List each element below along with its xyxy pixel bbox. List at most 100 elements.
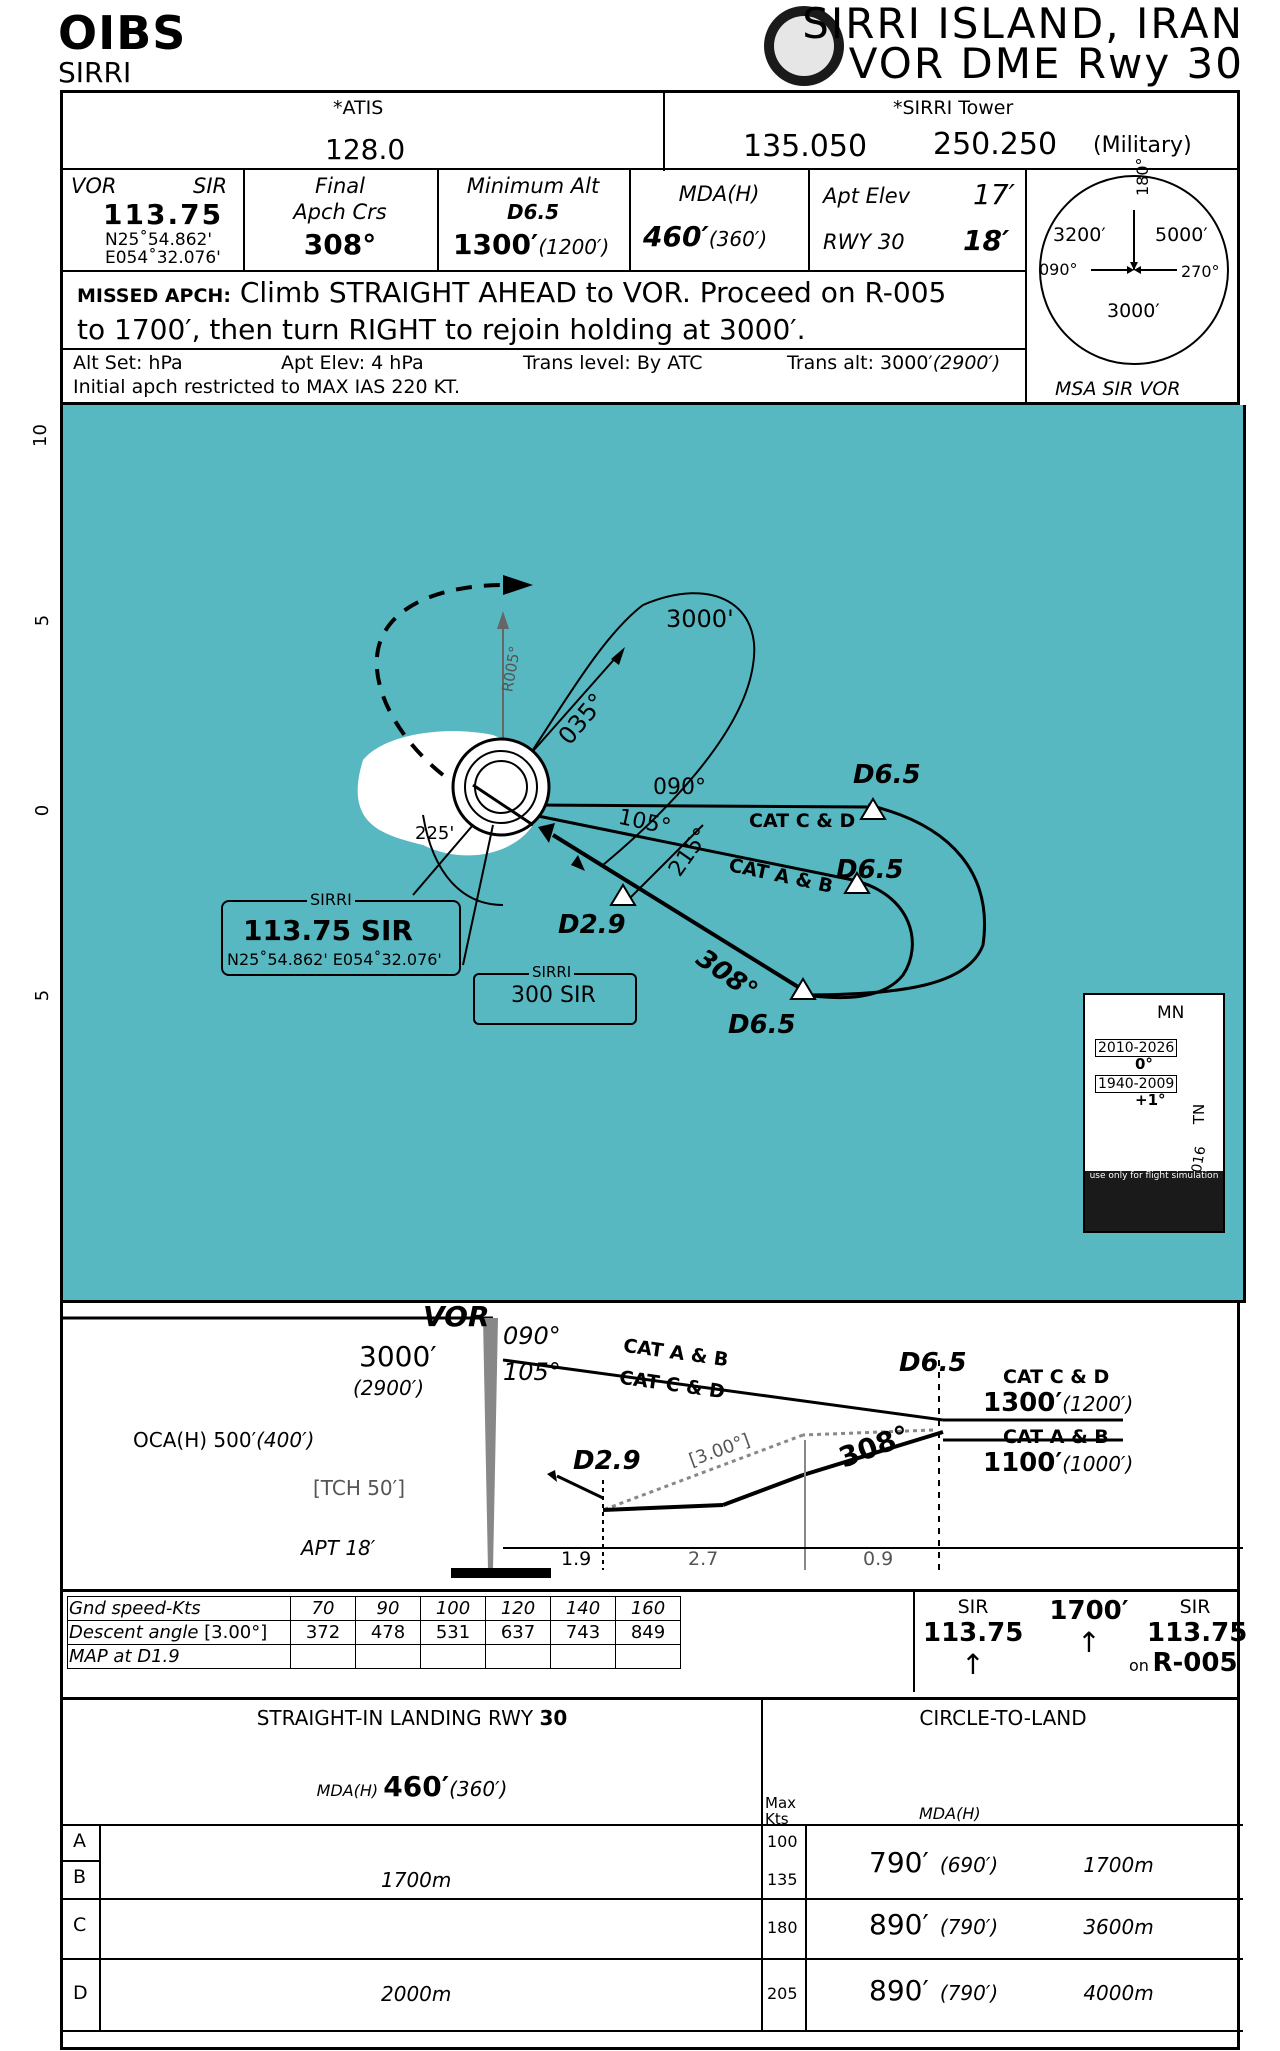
tower-note: (Military) (1093, 133, 1192, 158)
final-label-1: Final (315, 174, 365, 198)
nav-lon: E054˚32.076' (105, 248, 221, 268)
straight-mda-value: 460′ (383, 1770, 450, 1803)
minalt-value: 1300′ (453, 228, 539, 261)
max-kts-1: Max (765, 1794, 797, 1812)
missed-icon-freq-2: 113.75 (1147, 1618, 1248, 1648)
missed-icon-alt: 1700′ (1049, 1596, 1129, 1626)
vor-box-coord: N25˚54.862' E054˚32.076' (227, 950, 442, 969)
straight-mda-label: MDA(H) (316, 1781, 379, 1800)
vor-box-name: SIRRI (307, 890, 355, 909)
speed-120: 120 (485, 1596, 551, 1621)
straight-mda: MDA(H) 460′(360′) (63, 1770, 761, 1803)
chart-title: SIRRI ISLAND, IRAN VOR DME Rwy 30 (802, 0, 1244, 85)
plan-view-graphic (357, 575, 986, 1000)
circle-vis-1: 1700m (1083, 1853, 1154, 1877)
msa-west-brg: 090° (1039, 260, 1078, 279)
rate-120: 637 (485, 1620, 551, 1645)
scale-5-bottom: 5 (32, 989, 54, 1002)
straight-rwy: 30 (539, 1706, 568, 1730)
vor-info-box: SIRRI 113.75 SIR N25˚54.862' E054˚32.076… (221, 890, 461, 976)
missed-label: MISSED APCH: (77, 285, 231, 307)
var-year-2: 1940-2009 (1095, 1075, 1178, 1093)
rwy-label: RWY 30 (823, 230, 905, 254)
circle-row-2: 890′ (790′) 3600m (869, 1908, 1154, 1941)
missed-icon-2: 1700′ ↑ (1039, 1596, 1139, 1659)
vor-box-freq: 113.75 SIR (243, 914, 413, 947)
profile-cat-ab-2: CAT A & B (1003, 1426, 1109, 1448)
nav-ident: SIR (193, 174, 228, 198)
var-val-1: 0° (1135, 1055, 1153, 1073)
atis-label: *ATIS (333, 97, 384, 119)
variation-box: MN 2010-2026 0° 1940-2009 +1° TN VAR 2°E… (1083, 993, 1225, 1233)
cat-c: C (73, 1914, 87, 1936)
speed-90: 90 (355, 1596, 421, 1621)
msa-east-brg: 270° (1181, 262, 1220, 281)
descent-row-label: Descent angle [3.00°] (67, 1620, 291, 1645)
kts-180: 180 (767, 1918, 798, 1937)
speed-100: 100 (420, 1596, 486, 1621)
profile-apt: APT 18′ (301, 1536, 376, 1560)
scale-10: 10 (29, 424, 51, 447)
nav-type: VOR (71, 174, 117, 198)
up-arrow-icon: ↑ (961, 1648, 985, 1681)
nav-lat: N25˚54.862' (105, 230, 213, 250)
missed-icon-1: SIR 113.75 ↑ (923, 1596, 1023, 1681)
plan-crs-225: 225' (415, 823, 455, 844)
circle-mda-1: 790′ (869, 1846, 929, 1879)
var-val-2: +1° (1135, 1091, 1166, 1109)
profile-alt-cd: 1300′(1200′) (983, 1388, 1133, 1418)
msa-south-alt: 3000′ (1107, 300, 1160, 322)
circle-h-1: (690′) (939, 1853, 999, 1877)
note-apt-elev: Apt Elev: 4 hPa (281, 352, 424, 374)
tower-freq-1: 135.050 (743, 129, 868, 164)
profile-dist-2: 2.7 (688, 1548, 719, 1570)
kts-205: 205 (767, 1984, 798, 2003)
profile-dist-3: 0.9 (863, 1548, 894, 1570)
title-line-1: SIRRI ISLAND, IRAN (802, 0, 1244, 48)
apt-elev-value: 17′ (973, 178, 1015, 211)
var-year-1: 2010-2026 (1095, 1039, 1178, 1057)
profile-105: 105° (503, 1358, 561, 1386)
plan-d65-b: D6.5 (836, 855, 904, 885)
descent-label: Descent angle (69, 1622, 199, 1643)
rwy-value: 18′ (963, 224, 1010, 257)
kts-135: 135 (767, 1870, 798, 1889)
speed-140: 140 (550, 1596, 616, 1621)
profile-alt1200: (1200′) (1062, 1392, 1134, 1416)
speed-70: 70 (290, 1596, 356, 1621)
oca-height: (400′) (256, 1428, 315, 1452)
plan-cat-cd: CAT C & D (749, 810, 856, 832)
plan-d65-a: D6.5 (853, 760, 921, 790)
minima-section: STRAIGHT-IN LANDING RWY 30 MDA(H) 460′(3… (60, 1700, 1243, 2050)
msa-label: MSA SIR VOR (1055, 378, 1181, 400)
note-restriction: Initial apch restricted to MAX IAS 220 K… (73, 376, 460, 398)
oca-value: OCA(H) 500′ (133, 1428, 257, 1452)
plan-hold-alt: 3000' (666, 605, 734, 633)
circle-vis-2: 3600m (1083, 1915, 1154, 1939)
circle-h-2: (790′) (939, 1915, 999, 1939)
plan-d65-c: D6.5 (728, 1010, 796, 1040)
missed-icon-sir-1: SIR (957, 1596, 989, 1618)
atis-freq: 128.0 (325, 133, 406, 166)
ndb-box-freq: 300 SIR (511, 983, 596, 1008)
mda-group: 460′(360′) (643, 220, 767, 253)
msa-east-alt: 5000′ (1155, 224, 1208, 246)
speed-h1: Gnd speed-Kts (67, 1596, 291, 1621)
airport-id: OIBS (58, 6, 187, 60)
ndb-box-name: SIRRI (529, 963, 575, 981)
profile-090: 090° (503, 1322, 561, 1350)
straight-mda-height: (360′) (449, 1777, 508, 1801)
profile-oca: OCA(H) 500′(400′) (133, 1428, 314, 1452)
profile-alt1000: (1000′) (1062, 1452, 1134, 1476)
missed-line-2: to 1700′, then turn RIGHT to rejoin hold… (77, 313, 806, 346)
plan-d29: D2.9 (558, 910, 626, 940)
max-kts-2: Kts (765, 1810, 789, 1828)
profile-alt-ab: 1100′(1000′) (983, 1448, 1133, 1478)
profile-alt3000: 3000′ (359, 1340, 437, 1373)
scale-5-top: 5 (32, 614, 54, 627)
tower-label: *SIRRI Tower (893, 97, 1014, 119)
var-tn: TN (1190, 1103, 1209, 1125)
minalt-value-group: 1300′(1200′) (453, 228, 609, 261)
ndb-info-box: SIRRI 300 SIR (473, 963, 637, 1025)
profile-alt1300: 1300′ (983, 1388, 1063, 1418)
